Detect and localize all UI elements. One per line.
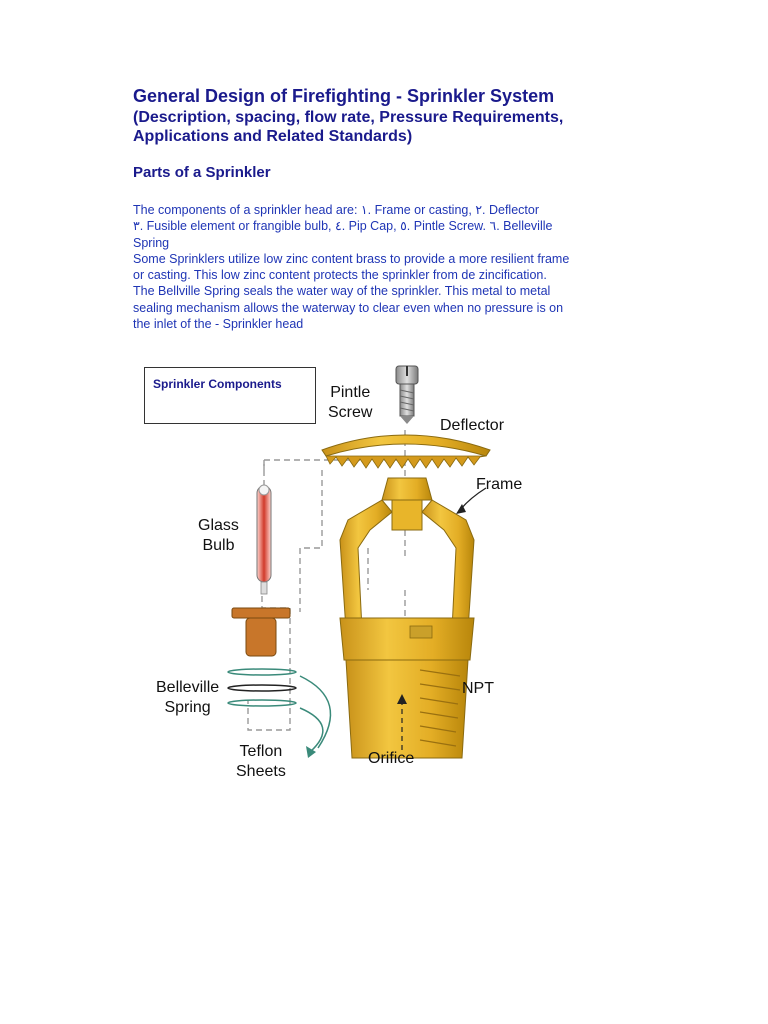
label-line: Screw	[328, 404, 373, 421]
label-line: Glass	[198, 517, 239, 534]
body-line: the inlet of the - Sprinkler head	[133, 317, 304, 332]
body-line: Some Sprinklers utilize low zinc content…	[133, 251, 570, 266]
frame-part	[339, 477, 475, 759]
body-line: ٣. Fusible element or frangible bulb, ٤.…	[133, 219, 553, 234]
label-line: Spring	[164, 699, 211, 716]
body-paragraph: The components of a sprinkler head are: …	[133, 202, 643, 332]
pintle-screw-part	[395, 365, 419, 424]
label-line: Teflon	[239, 743, 283, 760]
subtitle-line: (Description, spacing, flow rate, Pressu…	[133, 109, 564, 126]
body-line: or casting. This low zinc content protec…	[133, 268, 547, 283]
body-line: The components of a sprinkler head are: …	[133, 203, 539, 217]
label-teflon-sheets: Teflon Sheets	[236, 742, 286, 782]
label-frame: Frame	[476, 476, 523, 493]
section-heading: Parts of a Sprinkler	[133, 164, 271, 181]
figure-caption-box: Sprinkler Components	[144, 367, 316, 424]
deflector-part	[321, 434, 491, 469]
subtitle-line: Applications and Related Standards)	[133, 128, 413, 145]
label-line: Pintle	[330, 384, 371, 401]
label-line: Belleville	[156, 679, 220, 696]
glass-bulb-part	[256, 484, 272, 595]
body-line: The Bellville Spring seals the water way…	[133, 284, 551, 299]
label-belleville-spring: Belleville Spring	[156, 678, 219, 718]
guide-lines	[247, 430, 406, 731]
label-pintle-screw: Pintle Screw	[328, 383, 372, 423]
label-line: Sheets	[236, 763, 286, 780]
body-line: sealing mechanism allows the waterway to…	[133, 300, 564, 315]
label-deflector: Deflector	[440, 417, 505, 434]
page-subtitle: (Description, spacing, flow rate, Pressu…	[133, 108, 693, 146]
body-line: Spring	[133, 235, 170, 250]
label-npt: NPT	[462, 680, 494, 697]
pip-cap-part	[231, 607, 291, 657]
label-line: Bulb	[202, 537, 235, 554]
label-glass-bulb: Glass Bulb	[198, 516, 239, 556]
figure-caption: Sprinkler Components	[153, 377, 282, 391]
label-orifice: Orifice	[368, 750, 415, 767]
page-title: General Design of Firefighting - Sprinkl…	[133, 86, 555, 106]
